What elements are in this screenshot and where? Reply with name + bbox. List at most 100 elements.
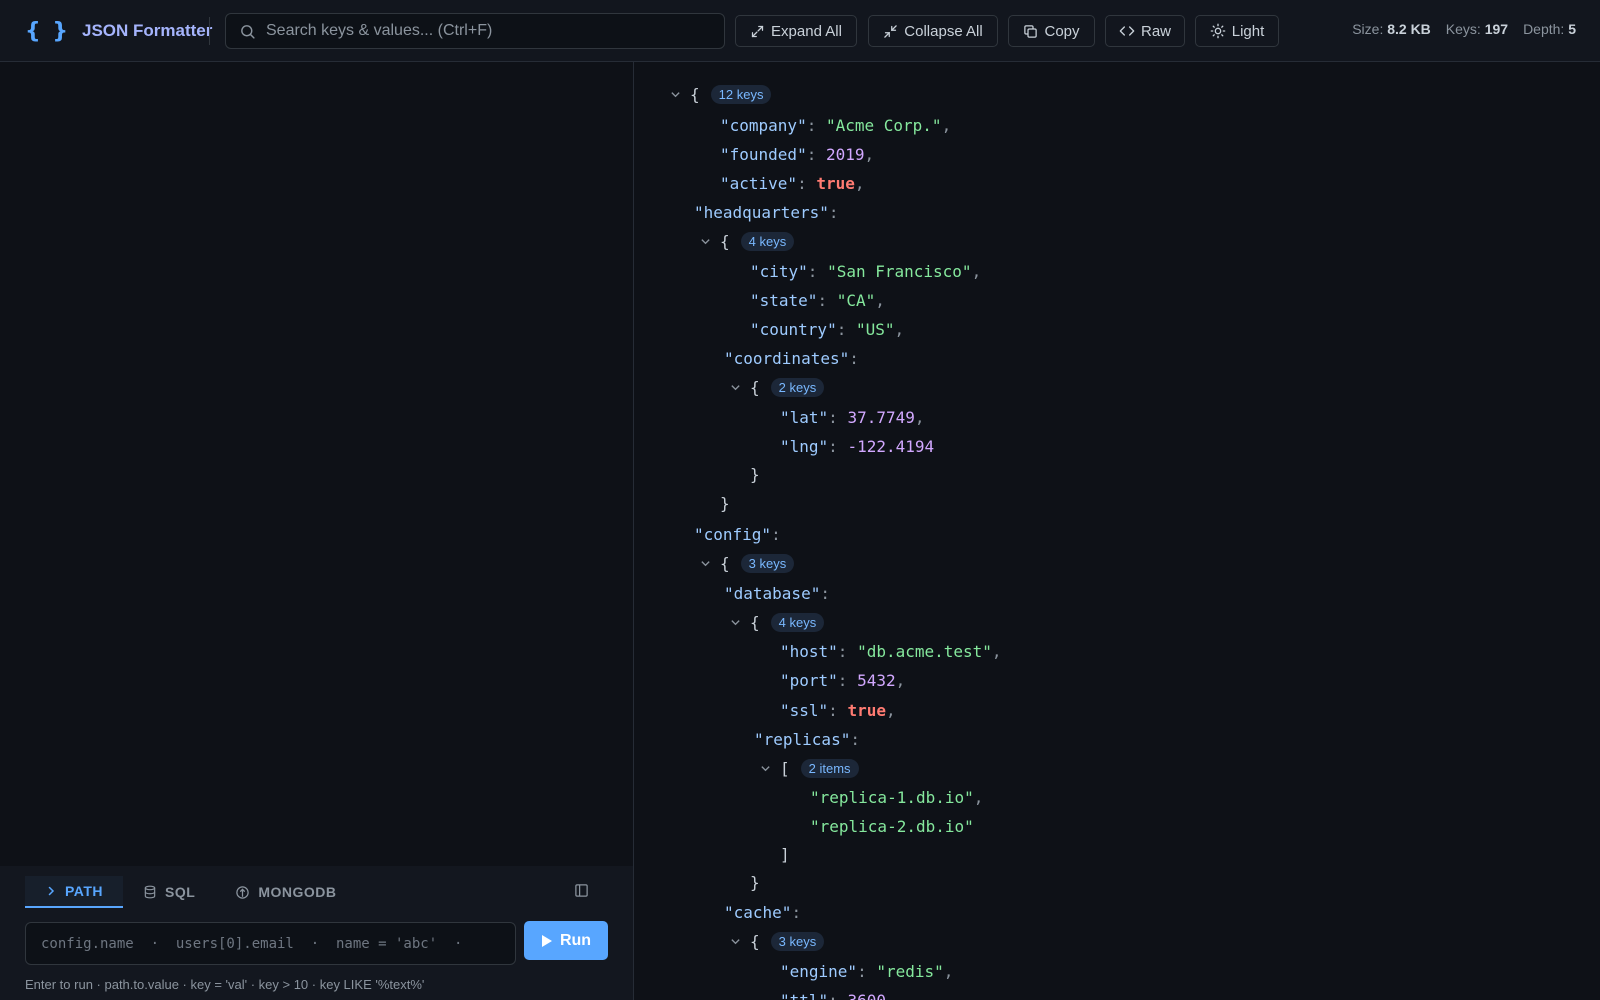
chevron-down-icon[interactable] — [728, 934, 742, 948]
code-icon — [1119, 26, 1135, 36]
json-key: "ssl" — [780, 700, 829, 720]
closing-brace: } — [750, 464, 760, 484]
json-key: "cache" — [724, 902, 792, 922]
query-panel: PATH SQL MONGODB Run Enter to run · path… — [0, 866, 633, 1000]
header-divider — [209, 17, 210, 45]
tree-node-cache: { 3 keys — [728, 929, 825, 953]
run-button[interactable]: Run — [524, 921, 608, 960]
json-string: "replica-2.db.io" — [810, 816, 974, 836]
tree-node-root: { 12 keys — [668, 82, 772, 106]
keys-stat: Keys: 197 — [1445, 21, 1509, 37]
count-badge: 2 items — [800, 758, 859, 778]
json-number: 3600 — [847, 990, 886, 1000]
count-badge: 3 keys — [770, 931, 825, 951]
chevron-right-icon — [48, 886, 55, 896]
chevron-down-icon[interactable] — [698, 556, 712, 570]
tree-node-database: { 4 keys — [728, 610, 825, 634]
size-value: 8.2 KB — [1387, 21, 1431, 37]
braces-icon: { } — [25, 18, 70, 44]
search-icon — [241, 24, 255, 39]
tree-row[interactable]: "lat": 37.7749, — [780, 407, 925, 427]
tree-row[interactable]: "lng": -122.4194 — [780, 436, 935, 456]
copy-icon — [1024, 24, 1038, 38]
json-key: "active" — [720, 173, 798, 193]
json-key: "founded" — [720, 144, 807, 164]
collapse-all-label: Collapse All — [904, 22, 983, 40]
collapse-all-button[interactable]: Collapse All — [868, 15, 998, 47]
tree-row[interactable]: "ttl": 3600, — [780, 988, 896, 1000]
tab-path[interactable]: PATH — [25, 876, 124, 908]
tab-sql[interactable]: SQL — [123, 876, 215, 908]
json-key: "company" — [720, 115, 807, 135]
json-string: "US" — [855, 319, 895, 339]
array-item[interactable]: "replica-2.db.io" — [810, 814, 974, 838]
raw-button[interactable]: Raw — [1105, 15, 1185, 47]
chevron-down-icon[interactable] — [698, 234, 712, 248]
play-icon — [541, 934, 552, 947]
tree-row[interactable]: "database": — [724, 583, 830, 603]
tree-row[interactable]: "active": true, — [720, 173, 865, 193]
tree-row[interactable]: "ssl": true, — [780, 700, 896, 720]
keys-value: 197 — [1484, 21, 1509, 37]
json-boolean: true — [847, 700, 886, 720]
panel-toggle-icon[interactable] — [574, 883, 589, 898]
input-pane[interactable]: PATH SQL MONGODB Run Enter to run · path… — [0, 62, 634, 1000]
json-string: "CA" — [836, 290, 876, 310]
json-number: 5432 — [857, 670, 896, 690]
json-string: "replica-1.db.io" — [810, 787, 974, 807]
json-key: "config" — [694, 524, 772, 544]
tree-row[interactable]: "founded": 2019, — [720, 144, 875, 164]
tree-row[interactable]: "replicas": — [754, 729, 860, 749]
copy-button[interactable]: Copy — [1008, 15, 1095, 47]
count-badge: 4 keys — [740, 231, 795, 251]
json-key: "lat" — [780, 407, 829, 427]
json-key: "city" — [750, 261, 808, 281]
chevron-down-icon[interactable] — [728, 380, 742, 394]
top-toolbar: { } JSON Formatter Expand All Collapse A… — [0, 0, 1600, 62]
json-string: "redis" — [876, 961, 944, 981]
json-tree-view: { 12 keys "company": "Acme Corp.", "foun… — [634, 62, 1600, 1000]
array-item[interactable]: "replica-1.db.io", — [810, 787, 984, 807]
tab-mongodb[interactable]: MONGODB — [215, 876, 356, 908]
json-key: "headquarters" — [694, 202, 829, 222]
json-key: "ttl" — [780, 990, 829, 1000]
json-boolean: true — [816, 173, 855, 193]
tree-row[interactable]: "host": "db.acme.test", — [780, 641, 1002, 661]
chevron-down-icon[interactable] — [728, 615, 742, 629]
tree-row[interactable]: "country": "US", — [750, 319, 905, 339]
app-logo: { } JSON Formatter — [25, 16, 212, 46]
json-key: "state" — [750, 290, 818, 310]
json-key: "engine" — [780, 961, 858, 981]
tree-row[interactable]: "cache": — [724, 902, 802, 922]
json-key: "database" — [724, 583, 821, 603]
tree-row[interactable]: "headquarters": — [694, 202, 839, 222]
expand-all-button[interactable]: Expand All — [735, 15, 857, 47]
json-key: "port" — [780, 670, 838, 690]
json-key: "lng" — [780, 436, 829, 456]
query-input[interactable] — [41, 935, 515, 952]
depth-value: 5 — [1568, 21, 1576, 37]
tree-node-headquarters: { 4 keys — [698, 229, 795, 253]
expand-all-label: Expand All — [771, 22, 842, 40]
chevron-down-icon[interactable] — [668, 87, 682, 101]
tree-row[interactable]: "config": — [694, 524, 781, 544]
json-number: 2019 — [825, 144, 865, 164]
query-input-box[interactable] — [25, 922, 516, 965]
json-number: 37.7749 — [847, 407, 915, 427]
search-input[interactable] — [266, 22, 724, 40]
json-string: "San Francisco" — [827, 261, 972, 281]
tree-row[interactable]: "city": "San Francisco", — [750, 261, 982, 281]
json-key: "replicas" — [754, 729, 851, 749]
tree-row[interactable]: "state": "CA", — [750, 290, 885, 310]
json-string: "Acme Corp." — [825, 115, 942, 135]
tree-row[interactable]: "coordinates": — [724, 348, 859, 368]
tree-node-config: { 3 keys — [698, 551, 795, 575]
chevron-down-icon[interactable] — [758, 761, 772, 775]
json-key: "coordinates" — [724, 348, 850, 368]
tree-row[interactable]: "company": "Acme Corp.", — [720, 115, 952, 135]
tree-row[interactable]: "engine": "redis", — [780, 961, 954, 981]
theme-toggle-button[interactable]: Light — [1195, 15, 1279, 47]
search-box[interactable] — [225, 13, 725, 49]
tree-row[interactable]: "port": 5432, — [780, 670, 906, 690]
closing-bracket: ] — [780, 844, 790, 864]
